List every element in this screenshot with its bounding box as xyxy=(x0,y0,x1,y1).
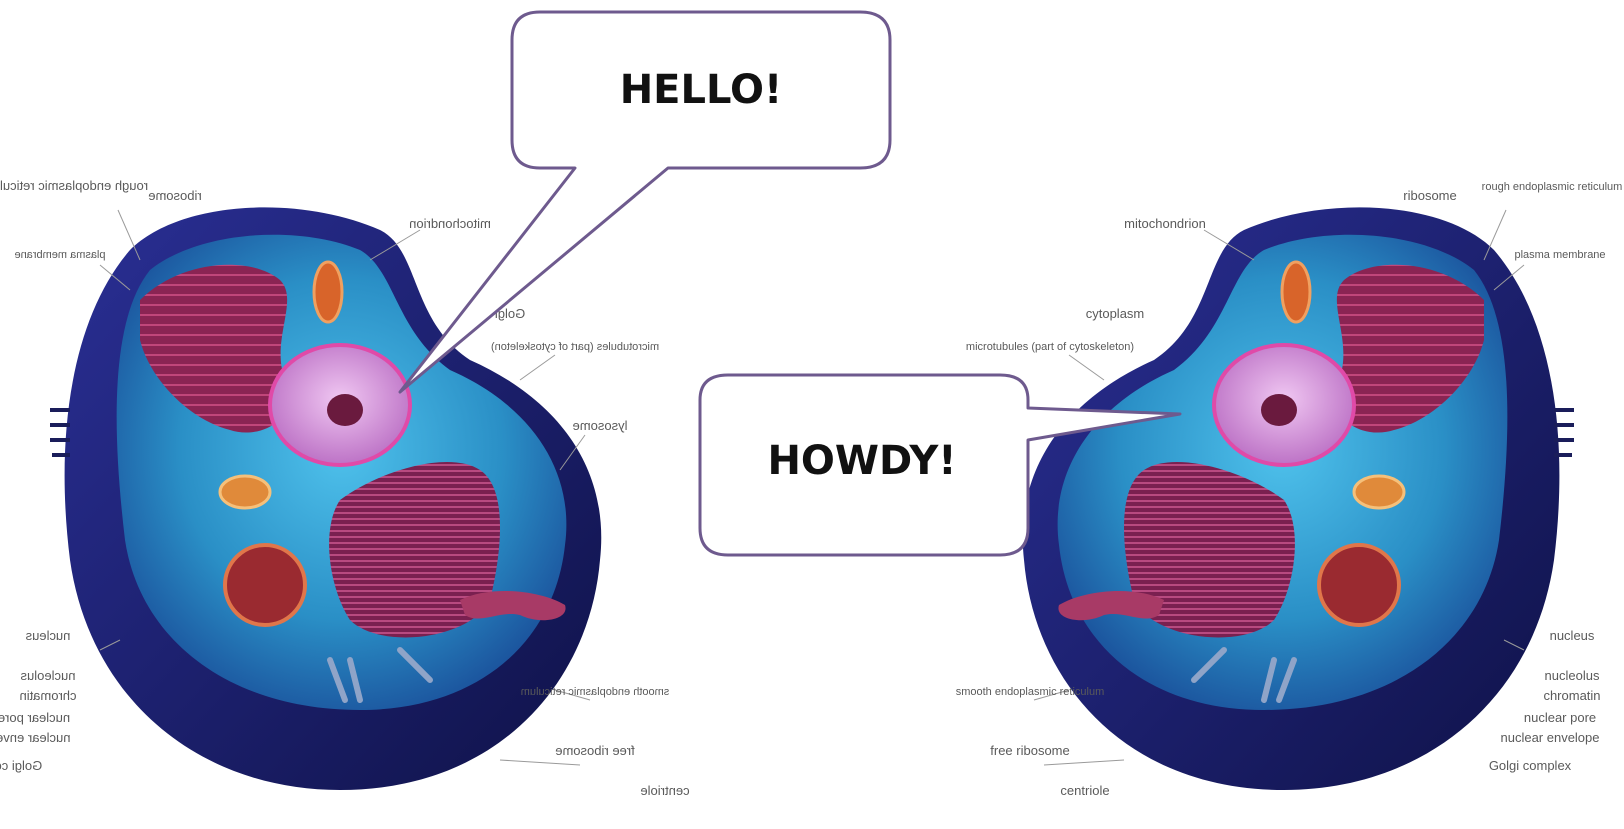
right-mitochondrion-2 xyxy=(1352,474,1406,510)
right-smooth-er xyxy=(1058,590,1164,621)
right-mitochondrion xyxy=(1280,260,1312,324)
left-mitochondrion xyxy=(312,260,344,324)
right-label-golgi-complex: Golgi complex xyxy=(1489,758,1572,773)
left-label-centriole: centriole xyxy=(640,783,689,798)
right-cell: ribosome rough endoplasmic reticulum mit… xyxy=(956,181,1623,798)
left-smooth-er xyxy=(460,590,566,621)
right-leader-lines xyxy=(1033,209,1525,766)
right-label-nucleus: nucleus xyxy=(1550,628,1595,643)
left-membrane-proteins xyxy=(50,408,70,457)
left-label-rough-er-1: rough endoplasmic reticulum xyxy=(0,178,148,193)
left-label-lysosome: lysosome xyxy=(573,418,628,433)
left-label-golgi-complex: Golgi complex xyxy=(0,758,42,773)
right-label-smooth-er: smooth endoplasmic reticulum xyxy=(956,686,1105,698)
left-lysosome xyxy=(223,543,307,627)
left-label-free-ribosome: free ribosome xyxy=(555,743,634,758)
right-rough-er xyxy=(1335,264,1484,433)
left-label-microtubules: microtubules (part of cytoskeleton) xyxy=(491,341,659,353)
right-membrane-proteins xyxy=(1554,408,1574,457)
left-label-nucleolus: nucleolus xyxy=(20,668,75,683)
left-nucleolus xyxy=(327,394,363,426)
left-leader-lines xyxy=(99,209,591,766)
left-bubble-text: HELLO! xyxy=(620,67,783,113)
right-nucleolus xyxy=(1261,394,1297,426)
right-label-centriole: centriole xyxy=(1060,783,1109,798)
right-bubble-text: HOWDY! xyxy=(767,438,956,484)
right-speech-bubble-shape xyxy=(698,373,1182,557)
left-label-plasma-membrane: plasma membrane xyxy=(14,249,105,261)
right-label-cytoplasm: cytoplasm xyxy=(1086,306,1145,321)
right-speech-bubble: HOWDY! xyxy=(698,373,1182,557)
right-label-plasma-membrane: plasma membrane xyxy=(1514,249,1605,261)
left-label-smooth-er: smooth endoplasmic reticulum xyxy=(521,686,670,698)
right-centriole xyxy=(1191,647,1297,703)
right-label-chromatin: chromatin xyxy=(1543,688,1600,703)
left-labels: rough endoplasmic reticulum ribosome mit… xyxy=(0,178,690,798)
right-lysosome xyxy=(1317,543,1401,627)
right-label-nucleolus: nucleolus xyxy=(1545,668,1600,683)
left-label-nuclear-envelope: nuclear envelope xyxy=(0,730,71,745)
left-cell: rough endoplasmic reticulum ribosome mit… xyxy=(0,178,690,798)
right-label-free-ribosome: free ribosome xyxy=(990,743,1069,758)
left-label-chromatin: chromatin xyxy=(19,688,76,703)
left-label-nuclear-pore: nuclear pore xyxy=(0,710,70,725)
right-label-microtubules: microtubules (part of cytoskeleton) xyxy=(966,341,1134,353)
left-label-mitochondrion: mitochondrion xyxy=(409,216,491,231)
right-labels: ribosome rough endoplasmic reticulum mit… xyxy=(956,181,1623,798)
left-centriole xyxy=(327,647,433,703)
right-label-rough-er: rough endoplasmic reticulum xyxy=(1482,181,1623,193)
left-label-ribosome: ribosome xyxy=(148,188,201,203)
left-mitochondrion-2 xyxy=(218,474,272,510)
left-rough-er xyxy=(140,264,289,433)
left-label-golgi: Golgi xyxy=(495,306,525,321)
left-label-nucleus: nucleus xyxy=(25,628,70,643)
right-golgi xyxy=(1124,461,1295,638)
left-speech-bubble-shape xyxy=(398,10,892,394)
left-golgi xyxy=(329,461,500,638)
left-speech-bubble: HELLO! xyxy=(398,10,892,394)
right-label-ribosome: ribosome xyxy=(1403,188,1456,203)
right-label-nuclear-pore: nuclear pore xyxy=(1524,710,1596,725)
right-label-nuclear-envelope: nuclear envelope xyxy=(1500,730,1599,745)
right-label-mitochondrion: mitochondrion xyxy=(1124,216,1206,231)
